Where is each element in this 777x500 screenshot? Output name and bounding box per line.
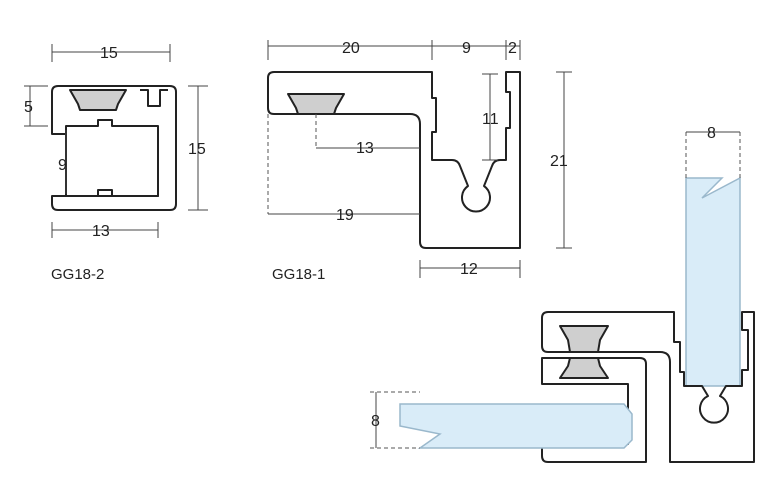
gg18-1-gasket [287,93,345,115]
gg18-1-inner-height-label: 11 [482,111,499,128]
assembly-clamp [541,357,647,463]
gg18-2-height-label: 15 [188,141,206,158]
gg18-1-top-mid-label: 9 [462,40,471,57]
gg18-2-bottom-label: 13 [92,223,110,240]
gg18-2-inner-label: 9 [58,157,67,174]
gg18-2-gasket [69,89,127,111]
gg18-2-cavity [65,119,159,197]
assembly-top-glass-label: 8 [707,125,716,142]
gg18-1-top-right-label: 2 [508,40,517,57]
assembly-gasket-bottom [559,357,609,379]
gg18-2-dimensions: 15 15 5 9 13 [24,44,208,240]
gg18-2-width-label: 15 [100,45,118,62]
gg18-1-label: GG18-1 [272,266,326,283]
assembly-gasket-top [559,325,609,353]
gg18-1-height-label: 21 [550,153,568,170]
gg18-2-label: GG18-2 [51,266,105,283]
assembly-vertical-glass [685,176,741,387]
gg18-1-top-left-label: 20 [342,40,360,57]
gg18-2-top-gap-label: 5 [24,99,33,116]
gg18-1-long-label: 19 [336,207,354,224]
assembly: 8 8 [370,125,755,463]
gg18-1-outline [267,71,521,249]
profile-gg18-2 [51,85,177,211]
assembly-side-glass-label: 8 [371,413,380,430]
gg18-1-bottom-label: 12 [460,261,478,278]
profile-gg18-1 [267,71,521,249]
gg18-1-inner-width-label: 13 [356,140,374,157]
gg18-1-dimensions: 20 9 2 11 21 13 19 12 [267,40,572,278]
gg18-2-outline [51,85,177,211]
assembly-horizontal-glass [399,403,633,449]
